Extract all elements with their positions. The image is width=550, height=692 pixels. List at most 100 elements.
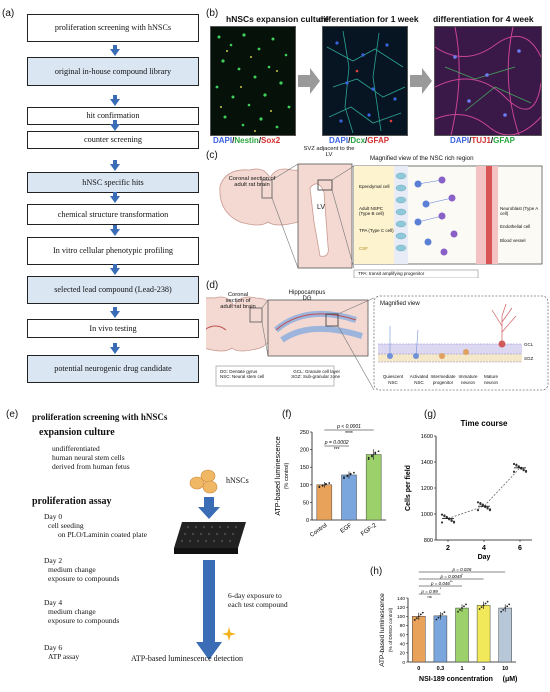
h-bar-1 [433,615,448,663]
d-cell-label-1: Quiescent NSC [382,374,404,385]
h-xtick-label-1: 0.3 [437,666,445,672]
e-exposure: 6-day exposure to each test compound [228,591,288,609]
h-xtick-label-4: 10 [502,666,508,672]
e-prolif-heading: proliferation assay [32,496,112,507]
h-sig-text-1: p = 0.026 [452,568,472,572]
e-hnscs-label: hNSCs [226,476,249,485]
c-ependymal-label: Ependymal cell [359,184,390,189]
f-bar-1 [341,474,357,521]
d-magnified-label: Magnified view [380,301,420,307]
d-legend-dg: DG: Dentate gyrus [220,369,258,374]
g-point-0-7 [443,515,446,518]
f-sig-stars-1: **** [345,431,353,437]
e-arrow-down-1 [198,497,220,519]
panel-label-f: (f) [282,409,292,420]
f-point-0-5 [321,484,324,487]
flow-arrow-6 [110,225,120,236]
h-point-2-1 [459,608,461,611]
f-ylabel2: (% control) [284,463,290,490]
f-sig-text-2: p = 0.0002 [324,440,349,446]
c-tpa-label: TPA (Type C cell) [359,228,394,233]
h-xtick-label-2: 1 [460,666,463,672]
h-point-4-2 [504,607,507,609]
e-day0: Day 0 cell seeding on PLO/Laminin coated… [44,512,147,539]
f-point-2-0 [367,458,370,461]
e-title: proliferation screening with hNSCs [32,412,168,422]
flow-arrow-1 [110,45,120,56]
h-point-0-3 [419,613,422,616]
c-csf-label: CSF [359,246,368,251]
micrograph-title-3: differentiation for 4 week [433,14,534,24]
stain-gfap-2: GFAP [493,136,515,145]
g-point-1-6 [476,501,480,504]
flow-arrow-2 [110,95,120,106]
f-ylabel: ATP-based luminescence [275,436,282,515]
micrograph-diff-1week [322,26,408,136]
luminescence-spark-icon [222,627,236,641]
f-bar-2 [365,454,382,521]
f-ytick-label-100: 100 [300,483,309,489]
f-ytick-label-200: 200 [300,448,309,454]
f-sig-stars-2: *** [334,447,340,453]
f-xtick-label-0: Control [309,523,328,539]
g-point-2-11 [524,470,528,473]
stain-legend-3: DAPI/TUJ1/GFAP [450,136,515,145]
e-day6-title: Day 6 [44,643,63,652]
flow-arrow-3 [110,120,120,131]
d-hippo-label: Hippocampus DG [288,290,326,302]
g-xtick-label-2: 2 [446,545,450,552]
stain-sep-2a: / [348,136,351,145]
h-xtick-label-0: 0 [417,666,420,672]
f-point-1-4 [343,476,345,479]
e-day4: Day 4 medium change exposure to compound… [44,598,119,625]
e-exp-line2: human neural stem cells [52,453,125,462]
e-exposure-1: 6-day exposure to [228,591,282,600]
panel-label-h: (h) [370,566,383,577]
f-point-2-4 [367,456,370,459]
h-point-3-1 [480,606,483,609]
c-neuroblast-label: Neuroblast (Type A cell) [500,206,539,216]
d-cell-label-3: Intermediate progenitor [430,374,456,385]
stain-sep-3a: / [469,136,472,145]
g-xtick-label-4: 4 [482,545,486,552]
flow-arrow-4 [110,160,120,171]
flow-step-7: In vitro cellular phenotypic profiling [27,237,199,265]
g-point-2-7 [515,464,518,467]
f-ytick-label-150: 150 [300,465,309,471]
f-point-1-5 [346,474,349,477]
flow-step-1: proliferation screening with hNSCs [27,14,199,42]
f-point-0-3 [328,482,331,484]
f-point-1-3 [353,471,355,474]
stain-sep-1b: / [258,136,262,145]
flow-step-6: chemical structure transformation [27,204,199,225]
h-point-0-4 [421,611,424,614]
c-adultnspc-label: Adult NSPC (Type B cell) [359,206,385,216]
g-point-0-11 [452,521,456,524]
h-point-1-1 [437,616,440,619]
micrograph-expansion [210,26,296,136]
h-xtick-label-3: 3 [482,666,485,672]
h-point-1-3 [441,613,444,615]
h-point-4-1 [502,608,505,611]
e-exposure-2: each test compound [228,600,288,609]
flow-arrow-5 [110,192,120,203]
panel-label-g: (g) [424,409,437,420]
e-exp-line3: derived from human fetus [52,462,130,471]
h-point-0-1 [415,617,418,620]
h-sig-stars-2: ** [450,579,454,584]
g-ylabel: Cells per field [405,465,412,511]
d-cell-label-4: Immature neuron [458,374,478,385]
e-expansion-desc: undifferentiated human neural stem cells… [52,444,130,471]
panel-label-d: (d) [206,280,219,291]
h-xunit: (μM) [503,676,518,683]
h-point-1-0 [435,618,438,621]
f-point-0-6 [325,482,327,485]
d-legend-gcl: GCL: Granule cell layer [293,369,340,374]
g-ytick-label-1400: 1400 [421,460,433,466]
flow-arrow-9 [110,343,120,354]
g-point-0-6 [440,513,444,516]
c-coronal-label: Coronal section of adult rat brain [228,176,276,188]
micrograph-expansion-cells [215,33,291,133]
micrograph-diff-1week-cells [326,30,406,134]
